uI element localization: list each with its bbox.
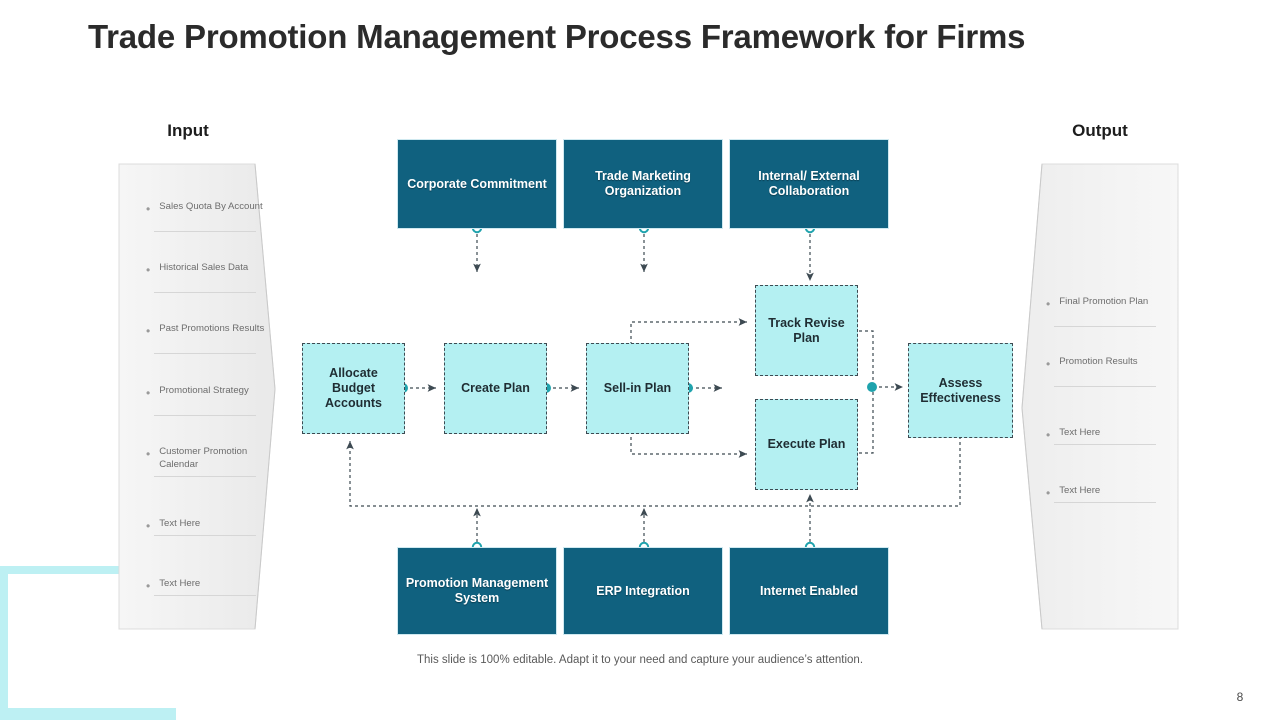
top-box-internal-external-collaboration[interactable]: Internal/ External Collaboration	[730, 140, 888, 228]
list-item[interactable]: • Promotional Strategy	[146, 385, 269, 399]
list-item[interactable]: • Final Promotion Plan	[1046, 296, 1169, 310]
list-item-label: Final Promotion Plan	[1059, 296, 1149, 307]
list-item-label: Text Here	[1059, 485, 1101, 496]
process-box-label: Create Plan	[461, 381, 530, 395]
connector-sellin-execute	[630, 431, 747, 458]
process-box-sell-in-plan[interactable]: Sell-in Plan	[586, 343, 689, 434]
process-box-label: Assess Effectiveness	[920, 375, 1001, 405]
process-box-execute-plan[interactable]: Execute Plan	[755, 399, 858, 490]
top-box-trade-marketing-organization[interactable]: Trade Marketing Organization	[564, 140, 722, 228]
list-item-label: Text Here	[159, 518, 201, 529]
list-item-rule	[1054, 444, 1156, 445]
list-item-label: Past Promotions Results	[159, 323, 265, 334]
bullet-icon: •	[1046, 297, 1051, 311]
bullet-icon: •	[1046, 428, 1051, 442]
top-box-label: Trade Marketing Organization	[595, 169, 691, 198]
input-panel-items: • Sales Quota By Account • Historical Sa…	[118, 163, 278, 630]
connector-assess-feedback	[346, 436, 961, 507]
list-item-rule	[154, 415, 256, 416]
bullet-icon: •	[1046, 357, 1051, 371]
page-number: 8	[1236, 690, 1244, 704]
list-item-rule	[154, 595, 256, 596]
process-box-assess-effectiveness[interactable]: Assess Effectiveness	[908, 343, 1013, 438]
list-item[interactable]: • Sales Quota By Account	[146, 201, 269, 215]
bottom-box-label: ERP Integration	[596, 583, 690, 598]
output-panel-shape	[1021, 163, 1179, 630]
bottom-box-promotion-management-system[interactable]: Promotion Management System	[398, 548, 556, 634]
list-item-rule	[154, 353, 256, 354]
list-item-label: Text Here	[159, 578, 201, 589]
process-box-create-plan[interactable]: Create Plan	[444, 343, 547, 434]
list-item-label: Promotion Results	[1059, 356, 1138, 367]
list-item-label: Customer Promotion Calendar	[159, 446, 248, 470]
list-item-label: Sales Quota By Account	[159, 201, 263, 212]
list-item[interactable]: • Text Here	[1046, 427, 1169, 441]
page-title: Trade Promotion Management Process Frame…	[88, 18, 1026, 55]
input-panel-header: Input	[167, 121, 209, 140]
list-item[interactable]: • Promotion Results	[1046, 356, 1169, 370]
process-box-label: Execute Plan	[767, 437, 846, 451]
list-item[interactable]: • Past Promotions Results	[146, 323, 269, 337]
bullet-icon: •	[146, 447, 151, 461]
top-box-label: Corporate Commitment	[407, 176, 547, 191]
list-item-label: Promotional Strategy	[159, 385, 249, 396]
list-item-rule	[154, 476, 256, 477]
input-panel-shape	[118, 163, 276, 630]
node-dot-merge	[867, 382, 877, 392]
list-item-rule	[1054, 386, 1156, 387]
bottom-box-erp-integration[interactable]: ERP Integration	[564, 548, 722, 634]
bottom-box-internet-enabled[interactable]: Internet Enabled	[730, 548, 888, 634]
connector-track-merge	[859, 330, 874, 387]
output-panel-header: Output	[1072, 121, 1128, 140]
list-item[interactable]: • Text Here	[146, 518, 269, 532]
list-item-rule	[1054, 326, 1156, 327]
list-item-rule	[154, 292, 256, 293]
bullet-icon: •	[146, 519, 151, 533]
process-box-label: Allocate Budget Accounts	[325, 366, 382, 410]
list-item[interactable]: • Customer Promotion Calendar	[146, 446, 279, 471]
top-box-corporate-commitment[interactable]: Corporate Commitment	[398, 140, 556, 228]
bullet-icon: •	[146, 579, 151, 593]
bullet-icon: •	[146, 324, 151, 338]
bottom-box-label: Promotion Management System	[405, 576, 549, 605]
list-item-label: Text Here	[1059, 427, 1101, 438]
top-box-label: Internal/ External Collaboration	[758, 169, 860, 198]
footer-note: This slide is 100% editable. Adapt it to…	[416, 654, 864, 666]
list-item[interactable]: • Text Here	[1046, 485, 1169, 499]
output-panel-items: • Final Promotion Plan • Promotion Resul…	[1020, 163, 1180, 630]
input-panel: • Sales Quota By Account • Historical Sa…	[118, 163, 278, 630]
bullet-icon: •	[146, 202, 151, 216]
bottom-box-label: Internet Enabled	[760, 583, 858, 598]
connector-sellin-track	[630, 318, 747, 345]
process-box-allocate-budget-accounts[interactable]: Allocate Budget Accounts	[302, 343, 405, 434]
output-panel: • Final Promotion Plan • Promotion Resul…	[1020, 163, 1180, 630]
list-item-rule	[154, 535, 256, 536]
connector-execute-merge	[859, 387, 874, 454]
bullet-icon: •	[146, 263, 151, 277]
bullet-icon: •	[146, 386, 151, 400]
list-item[interactable]: • Text Here	[146, 578, 269, 592]
list-item-rule	[154, 231, 256, 232]
bullet-icon: •	[1046, 486, 1051, 500]
list-item-label: Historical Sales Data	[159, 262, 249, 273]
process-box-label: Track Revise Plan	[768, 315, 845, 345]
process-box-label: Sell-in Plan	[603, 381, 672, 395]
list-item[interactable]: • Historical Sales Data	[146, 262, 269, 276]
process-box-track-revise-plan[interactable]: Track Revise Plan	[755, 285, 858, 376]
list-item-rule	[1054, 502, 1156, 503]
